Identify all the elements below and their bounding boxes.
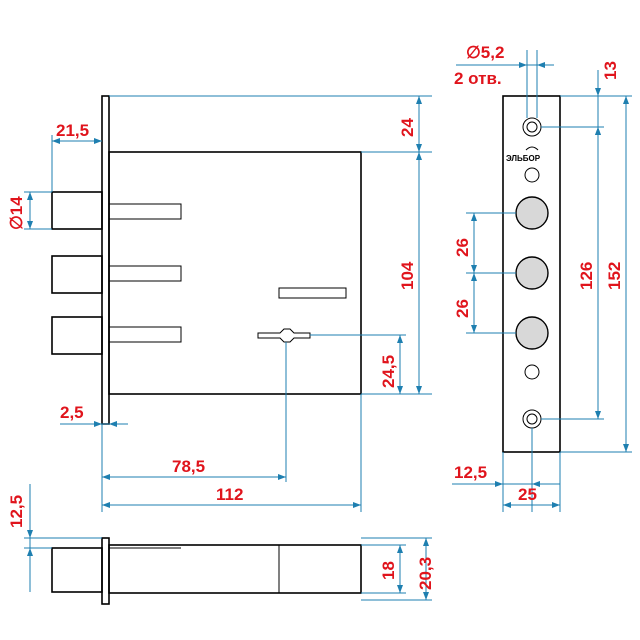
rod-bottom: [108, 326, 182, 343]
top-bolt: [51, 547, 103, 593]
dim-hole-count: 2 отв.: [454, 69, 502, 88]
face-plate: [101, 95, 110, 425]
top-body: [108, 544, 362, 594]
top-plate: [101, 537, 110, 605]
dim-bolt-diameter: ∅14: [7, 196, 26, 230]
front-view: ∅14 21,5 24 104 24,5 2,5: [7, 95, 432, 512]
dim-key-offset: 24,5: [379, 355, 398, 388]
rod-middle: [108, 265, 182, 282]
top-view: 12,5 18 20,3: [7, 484, 435, 605]
dim-hole-spacing: 126: [577, 262, 596, 290]
dim-body-depth: 18: [379, 561, 398, 580]
dim-plate-half-width: 12,5: [454, 463, 487, 482]
dim-backset: 78,5: [172, 457, 205, 476]
small-hole-bottom: [524, 364, 540, 380]
bolt-middle: [51, 255, 103, 294]
brand-logo: [525, 146, 539, 151]
dim-bolt-spacing-1: 26: [453, 238, 472, 257]
bolt-bottom: [51, 316, 103, 355]
mount-hole-top: [522, 117, 542, 137]
bolt-hole-top: [515, 196, 549, 230]
dim-plate-width: 25: [518, 485, 537, 504]
lock-body: [108, 151, 362, 395]
dim-body-height: 104: [398, 261, 417, 290]
dim-plate-height: 152: [605, 262, 624, 290]
dim-bolt-spacing-2: 26: [453, 299, 472, 318]
dim-top-hole-offset: 13: [601, 61, 620, 80]
bolt-hole-middle: [515, 256, 549, 290]
dim-plate-depth: 20,3: [416, 557, 435, 590]
dim-bottom-bolt-offset: 12,5: [7, 495, 26, 528]
mount-hole-bottom: [522, 409, 542, 429]
plate-view: ЭЛЬБОР ∅5,2 2 отв. 13 26 26 126: [452, 43, 632, 512]
keyhole: [257, 328, 311, 343]
dim-plate-thickness: 2,5: [60, 403, 84, 422]
small-hole-top: [524, 167, 540, 183]
bolt-top: [51, 191, 103, 230]
dim-hole-diameter: ∅5,2: [466, 43, 504, 62]
bolt-hole-bottom: [515, 316, 549, 350]
dim-body-length: 112: [216, 485, 243, 504]
dim-top-offset: 24: [398, 118, 417, 137]
slot: [278, 287, 347, 299]
rod-top: [108, 203, 182, 220]
dim-bolt-projection: 21,5: [56, 121, 89, 140]
brand-label: ЭЛЬБОР: [506, 154, 541, 163]
